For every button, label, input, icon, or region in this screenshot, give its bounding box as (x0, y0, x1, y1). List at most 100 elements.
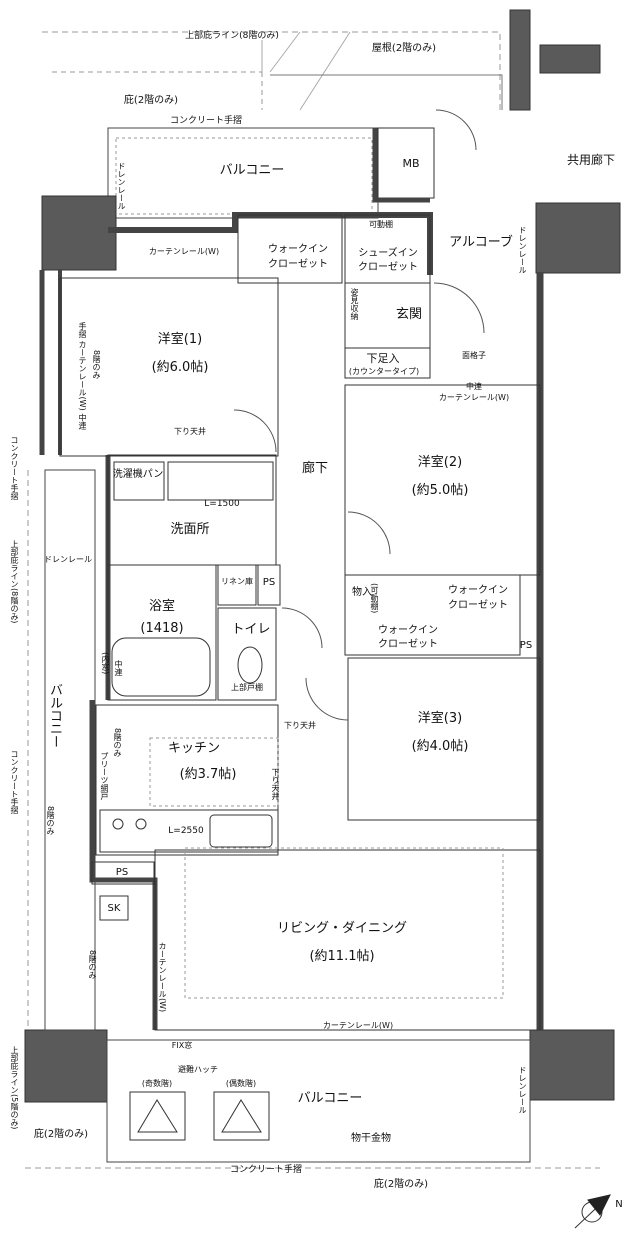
hatch-even-triangle (221, 1099, 262, 1133)
compass-mark (574, 1194, 611, 1229)
inner-sash-label: (内窓) (101, 652, 110, 675)
drop-ceiling-label-2: 下り天井 (284, 721, 316, 730)
ps-outline-2 (91, 861, 155, 885)
curtain-rail-w1-label: カーテンレール(W) (148, 247, 220, 256)
pleated-screen-label: プリーツ網戸 (100, 752, 109, 800)
upper-eave-8f-label: 上部庇ライン(8階のみ) (185, 31, 279, 41)
top-balcony-inner (115, 137, 373, 215)
l2550-label: L=2550 (168, 826, 204, 836)
only-8f-label-4: 8階のみ (88, 950, 97, 980)
ps-label-1: PS (262, 577, 276, 588)
only-8f-label-1: 8階のみ (92, 350, 101, 380)
movable-shelf-small-label: (可動棚) (370, 583, 379, 614)
upper-eave-line (42, 31, 501, 110)
compass-letter: N (615, 1199, 623, 1210)
clothes-hanger-label: 物干金物 (351, 1133, 391, 1144)
ldk-drop-ceiling (184, 847, 504, 999)
walkin-closets-23-outline (344, 574, 521, 656)
western-2-name: 洋室(2) (417, 455, 463, 470)
toilet-bowl (237, 646, 263, 684)
hatch-even (213, 1091, 270, 1141)
only-8f-label-2: 8階のみ (113, 728, 122, 758)
escape-hatch-label: 避難ハッチ (178, 1065, 218, 1074)
walkin-closet-1-outline (237, 214, 343, 284)
drain-rail-right-label: ドレンレール (518, 226, 527, 274)
eave-2f-bottom-label: 庇(2階のみ) (373, 1179, 429, 1190)
fix-window-label: FIX窓 (171, 1041, 193, 1050)
movable-shelf-label: 可動棚 (369, 220, 393, 229)
bathtub (111, 637, 211, 697)
door-arc-toilet (281, 607, 323, 649)
balcony-top-name: バルコニー (219, 163, 285, 178)
western-3-outline (347, 657, 541, 821)
western-1-size: (約6.0帖) (151, 360, 209, 375)
column-top-right (535, 202, 621, 274)
eave-2f-left-label: 庇(2階のみ) (33, 1129, 89, 1140)
door-arc-entrance (433, 282, 485, 334)
column-top-right-small (539, 44, 601, 74)
kitchen-counter (99, 809, 279, 853)
ldk-name: リビング・ダイニング (276, 921, 408, 936)
burner-2 (135, 818, 147, 830)
entrance-name: 玄関 (395, 307, 423, 322)
walkin-2-line1: ウォークイン (448, 585, 508, 596)
kitchen-sink (209, 814, 273, 848)
mb-label: MB (402, 157, 420, 170)
toilet-name: トイレ (231, 622, 271, 637)
roof-2f-label: 屋根(2階のみ) (371, 43, 437, 54)
washer-pan-label: 洗濯機パン (112, 469, 164, 480)
ps-outline-1 (257, 564, 281, 606)
bath-name: 浴室 (148, 599, 176, 614)
middle-sash-label: 中連 (466, 382, 482, 391)
wall-left-3 (89, 700, 158, 1030)
middle-sash-label-2: 中連 (114, 660, 123, 676)
ps-label-2: PS (115, 867, 129, 878)
concrete-rail-left1-label: コンクリート手摺 (10, 436, 19, 500)
kitchen-drop-ceiling (149, 737, 279, 807)
concrete-rail-left2-label: コンクリート手摺 (10, 750, 19, 814)
washroom-name: 洗面所 (170, 522, 210, 537)
toilet-outline (217, 607, 277, 701)
alcove-name: アルコーブ (449, 235, 513, 250)
vanity-counter (167, 461, 274, 501)
upper-cabinet-label: 上部戸棚 (231, 683, 263, 692)
western-1-name: 洋室(1) (157, 332, 203, 347)
western-3-name: 洋室(3) (417, 711, 463, 726)
only-8f-label-3: 8階のみ (46, 806, 55, 836)
bottom-balcony (106, 1039, 531, 1163)
shoesin-line1: シューズイン (358, 248, 418, 259)
shoesin-line2: クローゼット (358, 262, 418, 273)
drop-ceiling-label-3: 下り天井 (271, 768, 280, 800)
burner-1 (112, 818, 124, 830)
walkin-1-line1: ウォークイン (268, 244, 328, 255)
drain-rail-left-label: ドレンレール (44, 555, 92, 564)
shared-corridor-name: 共用廊下 (566, 153, 616, 167)
storage-label: 物入 (352, 587, 372, 598)
balcony-bottom-name: バルコニー (297, 1091, 363, 1106)
kitchen-size: (約3.7帖) (179, 767, 237, 782)
curtain-rail-w4-label: カーテンレール(W) (322, 1021, 394, 1030)
lattice-label: 面格子 (462, 351, 486, 360)
eave-2f-top-label: 庇(2階のみ) (123, 95, 179, 106)
bath-outline (107, 564, 217, 701)
wall-mb (372, 128, 430, 203)
curtain-rail-w2-label: カーテンレール(W) (438, 393, 510, 402)
western-3-size: (約4.0帖) (411, 739, 469, 754)
mirror-storage-label: 姿見収納 (350, 288, 359, 320)
upper-eave-8f-left-label: 上部庇ライン(8階のみ) (10, 540, 19, 624)
counter-type-label: (カウンタータイプ) (348, 367, 420, 376)
l1500-label: L=1500 (204, 499, 240, 509)
column-bottom-left (24, 1029, 108, 1103)
bath-size: (1418) (140, 621, 184, 636)
western-2-outline (344, 384, 541, 576)
curtain-rail-w3-label: カーテンレール(W) (158, 942, 167, 1013)
handrail-curtain-label: 手摺 カーテンレール(W) 中連 (78, 322, 87, 430)
ldk-size: (約11.1帖) (309, 949, 375, 964)
door-arc-western2 (347, 511, 391, 555)
shoe-cabinet-outline (344, 347, 431, 379)
left-balcony (44, 469, 96, 1031)
drain-rail-top-label: ドレンレール (117, 162, 126, 210)
walkin-1-line2: クローゼット (268, 259, 328, 270)
roof-outline (261, 31, 351, 111)
